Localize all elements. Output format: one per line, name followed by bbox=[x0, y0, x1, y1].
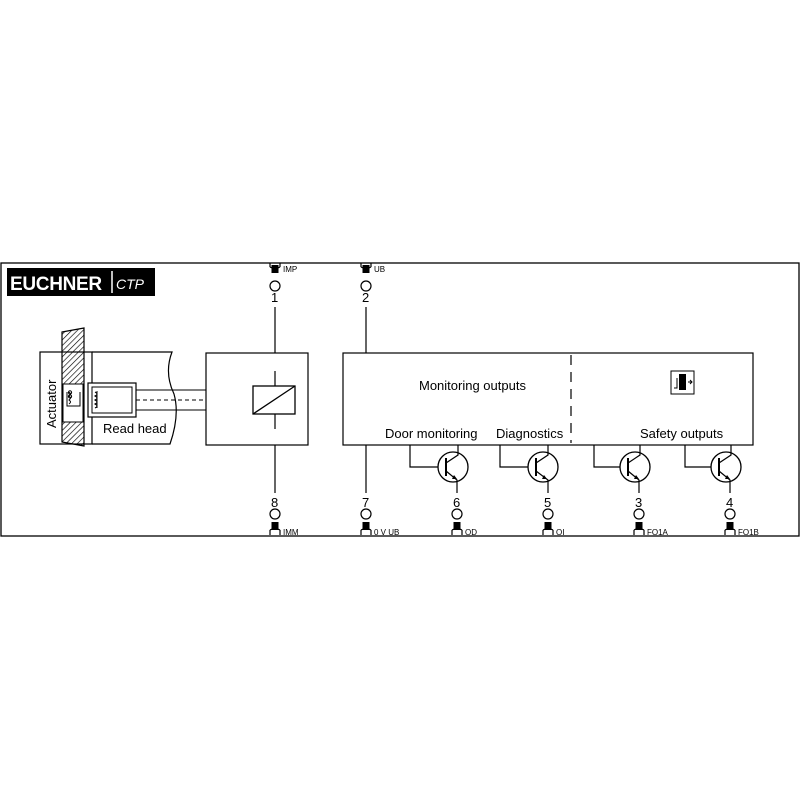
terminal-connector-icon bbox=[269, 522, 281, 535]
actuator-label: Actuator bbox=[44, 379, 59, 428]
terminal-signal: FO1B bbox=[738, 528, 759, 537]
terminal-number: 7 bbox=[362, 495, 369, 510]
terminal-number: 8 bbox=[271, 495, 278, 510]
terminal-signal: IMM bbox=[283, 528, 299, 537]
logo-product: CTP bbox=[116, 276, 145, 292]
terminal-connector-icon bbox=[269, 263, 281, 273]
safety-outputs-label: Safety outputs bbox=[640, 426, 724, 441]
bottom-terminal-6: 6OD bbox=[451, 495, 477, 537]
terminal-circle bbox=[269, 508, 281, 520]
terminal-number: 3 bbox=[635, 495, 642, 510]
read-head: Read head bbox=[87, 351, 252, 445]
diagnostics-label: Diagnostics bbox=[496, 426, 564, 441]
door-monitoring-label: Door monitoring bbox=[385, 426, 478, 441]
npn-transistor-icon bbox=[409, 445, 469, 493]
terminal-signal: 0 V UB bbox=[374, 528, 399, 537]
monitoring-outputs-label: Monitoring outputs bbox=[419, 378, 526, 393]
euchner-ctp-logo: EUCHNER CTP bbox=[7, 268, 155, 296]
terminal-circle bbox=[269, 280, 281, 292]
output-transistors bbox=[409, 445, 742, 493]
npn-transistor-icon bbox=[499, 445, 559, 493]
terminal-signal: IMP bbox=[283, 265, 297, 274]
safety-function-icon bbox=[670, 370, 695, 395]
terminal-signal: FO1A bbox=[647, 528, 669, 537]
terminal-connector-icon bbox=[633, 522, 645, 535]
terminal-number: 4 bbox=[726, 495, 733, 510]
terminal-number: 5 bbox=[544, 495, 551, 510]
terminal-circle bbox=[724, 508, 736, 520]
terminal-connector-icon bbox=[360, 522, 372, 535]
terminal-connector-icon bbox=[542, 522, 554, 535]
terminal-number: 1 bbox=[271, 290, 278, 305]
terminal-circle bbox=[360, 280, 372, 292]
terminal-circle bbox=[633, 508, 645, 520]
npn-transistor-icon bbox=[593, 445, 651, 493]
solenoid-coil-icon bbox=[252, 385, 296, 415]
solenoid-block bbox=[205, 307, 309, 493]
terminal-connector-icon bbox=[360, 263, 372, 273]
top-terminal-1: IMP 1 bbox=[269, 263, 297, 305]
read-head-coil-icon bbox=[93, 391, 98, 409]
terminal-circle bbox=[542, 508, 554, 520]
actuator-assembly: Actuator bbox=[39, 327, 93, 447]
output-module: Monitoring outputs Door monitoring Diagn… bbox=[342, 307, 754, 493]
terminal-signal: UB bbox=[374, 265, 385, 274]
terminal-circle bbox=[451, 508, 463, 520]
top-terminal-2: UB 2 bbox=[360, 263, 385, 305]
bottom-terminal-5: 5OI bbox=[542, 495, 564, 537]
npn-transistor-icon bbox=[684, 445, 742, 493]
terminal-circle bbox=[360, 508, 372, 520]
terminal-signal: OD bbox=[465, 528, 477, 537]
terminal-signal: OI bbox=[556, 528, 564, 537]
read-head-label: Read head bbox=[103, 421, 167, 436]
terminal-connector-icon bbox=[451, 522, 463, 535]
terminal-number: 6 bbox=[453, 495, 460, 510]
bottom-terminal-7: 7 0 V UB bbox=[360, 495, 399, 537]
terminal-connector-icon bbox=[724, 522, 736, 535]
terminal-number: 2 bbox=[362, 290, 369, 305]
logo-brand: EUCHNER bbox=[10, 274, 102, 295]
